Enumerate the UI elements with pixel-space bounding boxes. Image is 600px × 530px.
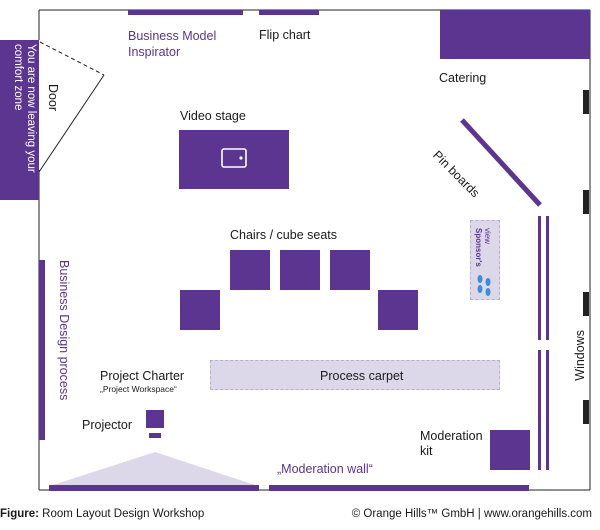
chair — [180, 290, 220, 330]
window-pane — [546, 216, 549, 340]
chair — [230, 250, 270, 290]
moderation-kit-box — [490, 430, 530, 470]
figure-caption-text: Room Layout Design Workshop — [38, 508, 205, 520]
window-pane — [538, 216, 541, 340]
window-pane — [538, 350, 541, 470]
figure-label: Figure: — [0, 508, 39, 520]
window-marker — [583, 190, 589, 214]
projector-icon — [146, 410, 164, 428]
window-marker — [583, 90, 589, 114]
video-stage-label: Video stage — [180, 109, 246, 123]
moderation-wall — [269, 485, 529, 491]
business-model-inspirator-label-2: Inspirator — [128, 45, 181, 59]
window-marker — [583, 400, 589, 424]
catering-label: Catering — [439, 71, 487, 85]
moderation-kit-label-2: kit — [420, 444, 433, 458]
projector-beam — [50, 452, 258, 486]
window-marker — [583, 292, 589, 316]
business-design-process-bar — [39, 260, 45, 440]
copyright: © Orange Hills™ GmbH | www.orangehills.c… — [351, 508, 592, 520]
business-model-inspirator-bar — [128, 10, 243, 15]
business-design-process-label: Business Design process — [57, 260, 71, 401]
business-model-inspirator-label-1: Business Model — [128, 29, 217, 43]
moderation-kit-label-1: Moderation — [420, 429, 483, 443]
door-label: Door — [46, 84, 60, 112]
door-arc — [39, 41, 105, 76]
moderation-wall-label: „Moderation wall“ — [277, 462, 373, 476]
pin-boards — [460, 118, 542, 207]
flip-chart-bar — [259, 10, 319, 15]
door-leaf — [38, 74, 105, 173]
catering-block — [440, 10, 590, 59]
video-screen-icon — [221, 148, 247, 168]
chair — [378, 290, 418, 330]
chair — [280, 250, 320, 290]
sponsors-view-label-2: view — [483, 228, 492, 245]
windows-label: Windows — [573, 330, 587, 381]
projector-lens — [149, 433, 161, 438]
sponsors-view-area — [470, 220, 500, 300]
project-workspace-label: „Project Workspace“ — [100, 384, 177, 394]
process-carpet — [210, 360, 500, 390]
comfort-zone-panel — [0, 40, 39, 200]
process-carpet-label: Process carpet — [320, 369, 404, 383]
sponsors-view-label-1: Sponsor's — [474, 228, 483, 267]
chair — [330, 250, 370, 290]
project-charter-label: Project Charter — [100, 369, 185, 383]
video-stage — [179, 130, 289, 189]
window-pane — [546, 350, 549, 470]
flip-chart-label: Flip chart — [259, 28, 311, 42]
chairs-label: Chairs / cube seats — [230, 228, 337, 242]
figure-caption: Figure: Room Layout Design Workshop — [0, 508, 204, 520]
projector-label: Projector — [82, 418, 133, 432]
screen-wall — [49, 485, 259, 491]
comfort-zone-label: You are now leaving your comfort zone — [12, 44, 37, 173]
